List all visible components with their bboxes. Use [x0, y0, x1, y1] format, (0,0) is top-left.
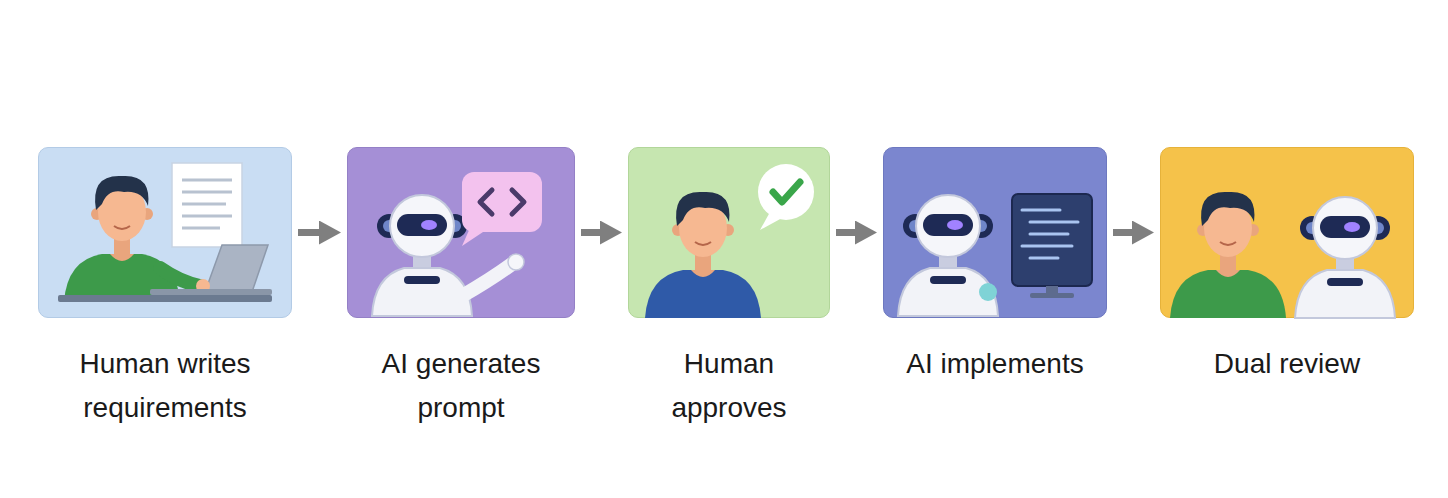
process-panel: Human approves: [628, 147, 830, 434]
step-label: Human approves: [640, 342, 818, 430]
step-label: AI implements: [895, 342, 1095, 386]
panel-fill: [883, 147, 1107, 318]
process-panel: Dual review: [1160, 147, 1414, 390]
panel-fill: [347, 147, 575, 318]
panel-fill: [1160, 147, 1414, 318]
panel-fill: [38, 147, 292, 318]
step-label: AI generates prompt: [359, 342, 563, 430]
flow-arrow: [1113, 229, 1134, 236]
flow-arrow: [836, 229, 857, 236]
step-label: Human writes requirements: [50, 342, 280, 430]
process-panel: AI generates prompt: [347, 147, 575, 434]
flow-arrow: [298, 229, 321, 236]
process-panel: AI implements: [883, 147, 1107, 390]
flow-arrow: [581, 229, 602, 236]
process-panel: Human writes requirements: [38, 147, 292, 434]
panel-fill: [628, 147, 830, 318]
step-label: Dual review: [1172, 342, 1402, 386]
